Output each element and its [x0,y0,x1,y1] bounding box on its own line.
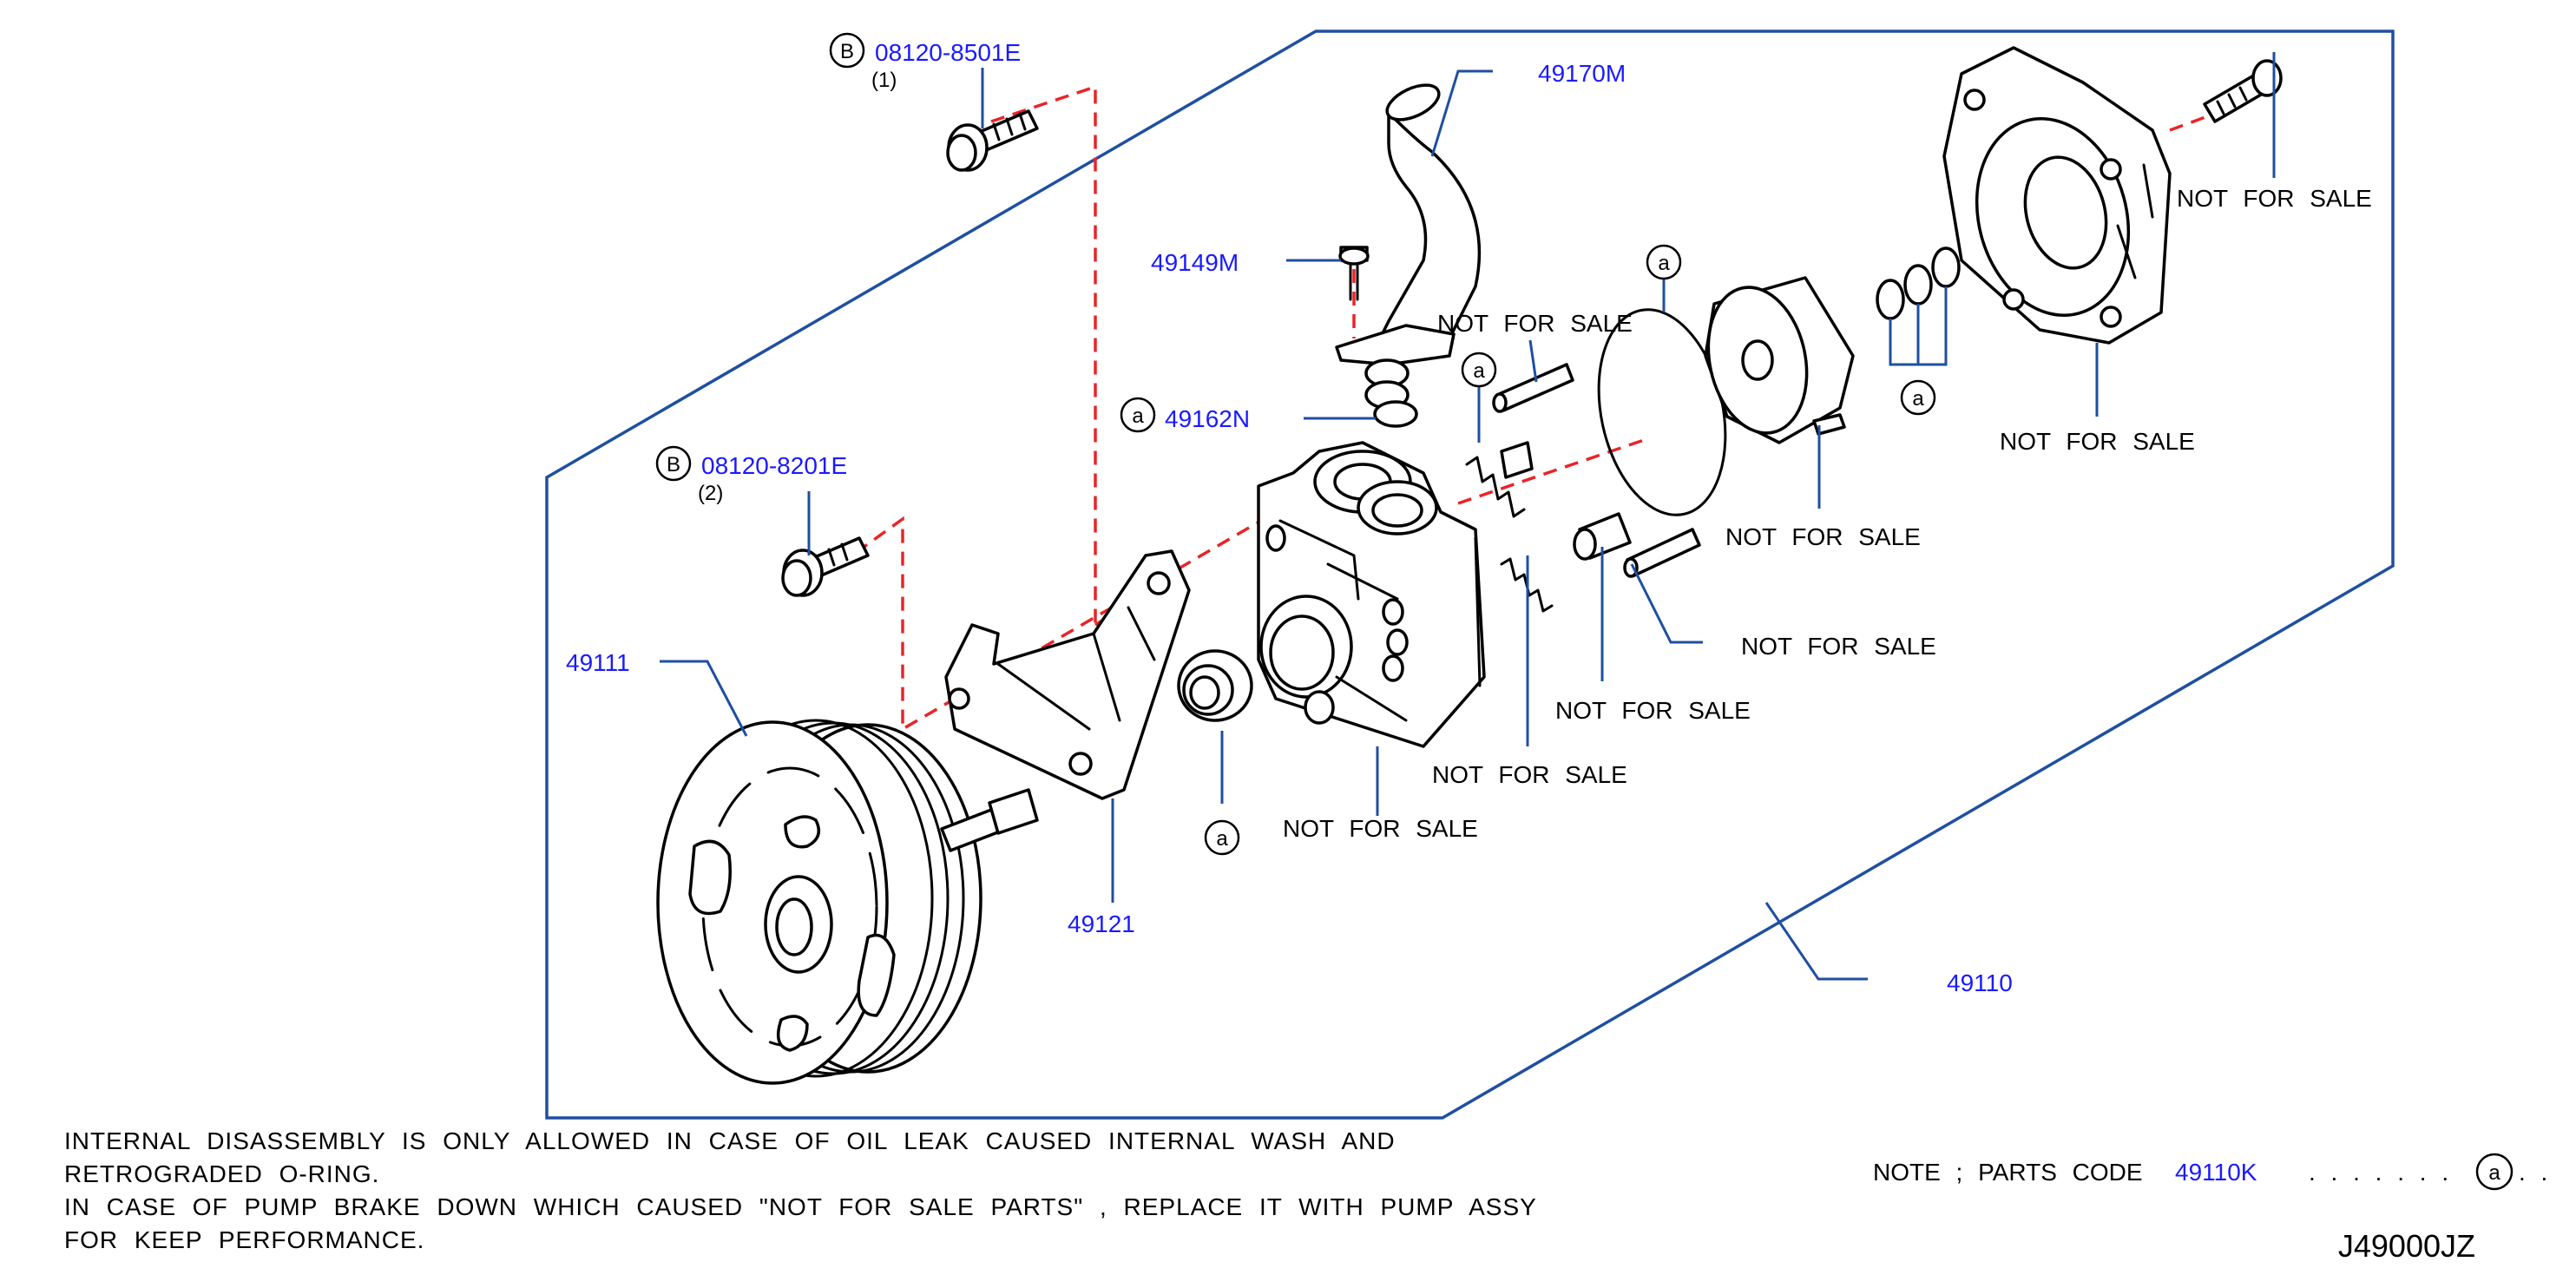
parts-code-note: NOTE ; PARTS CODE 49110K . . . . . . . a… [1873,1153,2547,1191]
qty-label: (2) [698,482,723,505]
bolt-type-mark: B [667,453,680,476]
nfs-label: NOT FOR SALE [1283,815,1478,842]
parts-code-dots-left: . . . . . . . [2309,1159,2448,1186]
parts-code-prefix: NOTE ; PARTS CODE [1873,1159,2143,1186]
part-label-49121[interactable]: 49121 [1068,910,1135,937]
part-label-49162N[interactable]: 49162N [1165,405,1250,432]
nfs-label: NOT FOR SALE [1555,697,1751,724]
nfs-label: NOT FOR SALE [2177,185,2372,212]
part-label-49149M[interactable]: 49149M [1151,249,1239,276]
bracket-drawing [944,549,1191,800]
rotor-cam-drawing [1597,276,1855,516]
part-label-08120-8501E[interactable]: 08120-8501E [875,39,1021,66]
kit-ref-mark: a [1473,359,1485,383]
suction-tube-drawing [1335,83,1482,410]
internal-parts-drawing [1465,363,1701,613]
not-for-sale-labels: NOT FOR SALE NOT FOR SALE NOT FOR SALE N… [1283,185,2372,842]
note-line-1: INTERNAL DISASSEMBLY IS ONLY ALLOWED IN … [64,1127,1396,1154]
leader-lines [660,52,2276,981]
kit-ref-mark: a [1912,387,1924,411]
bolt-49149M-drawing [1338,246,1370,301]
kit-ref-mark: a [1132,404,1144,428]
part-label-49110[interactable]: 49110 [1947,969,2013,996]
part-label-49170M[interactable]: 49170M [1538,60,1626,87]
nfs-label: NOT FOR SALE [1437,310,1633,337]
part-label-08120-8201E[interactable]: 08120-8201E [701,452,847,479]
diagram-code: J49000JZ [2338,1228,2475,1264]
disassembly-notes: INTERNAL DISASSEMBLY IS ONLY ALLOWED IN … [64,1127,1537,1253]
pulley-drawing [656,719,1039,1085]
parts-code-value[interactable]: 49110K [2175,1159,2257,1186]
kit-ref-mark: a [2488,1161,2500,1185]
pump-body-drawing [1257,441,1486,748]
oil-seal-drawing [1177,649,1253,722]
part-label-49111[interactable]: 49111 [566,649,630,676]
note-line-4: FOR KEEP PERFORMANCE. [64,1226,424,1253]
parts-code-dots-right: . . [2519,1159,2547,1186]
rear-cover-drawing [1942,46,2172,345]
nfs-label: NOT FOR SALE [2000,428,2195,455]
qty-label: (1) [871,69,897,92]
bolt-08120-8201E-drawing [781,536,870,597]
note-line-2: RETROGRADED O-RING. [64,1160,379,1187]
bolt-type-mark: B [840,40,854,63]
nfs-label: NOT FOR SALE [1432,761,1627,788]
o-ring-drawing [1373,400,1418,428]
bolt-rear-drawing [2203,59,2283,123]
bolt-08120-8501E-drawing [946,109,1039,172]
part-labels: B 08120-8501E (1) B 08120-8201E (2) 4911… [566,32,2013,996]
kit-ref-mark: a [1658,252,1670,275]
kit-ref-markers: a a a a [1204,244,1936,856]
kit-ref-mark: a [1216,827,1228,851]
note-line-3: IN CASE OF PUMP BRAKE DOWN WHICH CAUSED … [64,1193,1537,1220]
nfs-label: NOT FOR SALE [1725,523,1921,550]
assembly-outline [545,30,2395,1120]
nfs-label: NOT FOR SALE [1741,633,1936,660]
